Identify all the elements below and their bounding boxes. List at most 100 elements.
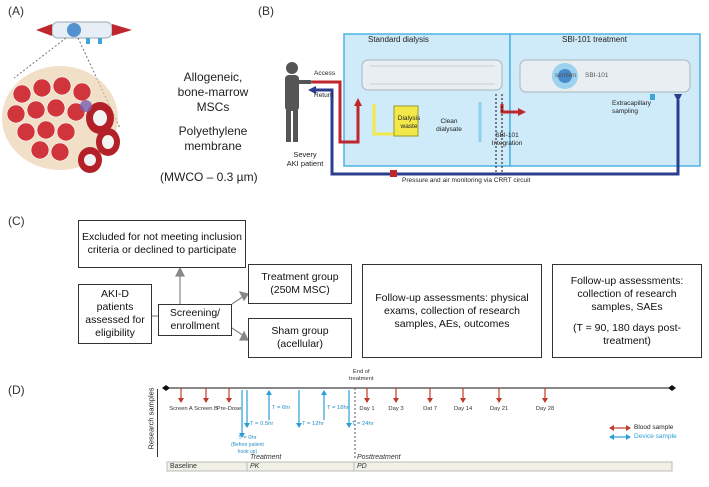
treatment-line1: Treatment group	[261, 271, 339, 283]
msc-device-illustration	[2, 21, 132, 173]
membrane-label-line1: Polyethylene	[178, 124, 248, 138]
integration-line1: SBI-101	[495, 132, 519, 139]
sbi-device-icon	[519, 59, 691, 93]
blood-sample-arrowhead	[178, 398, 184, 403]
device-timepoint-label: T = 0.5hr	[250, 421, 274, 427]
dialysis-waste-line1: Dialysis	[397, 115, 421, 122]
blood-timepoint-label: Screen A	[169, 406, 193, 412]
patient-label-line1: Severy	[293, 150, 317, 159]
t0-line3: hook up)	[237, 449, 258, 455]
blood-timepoint-label: Screen B	[194, 406, 218, 412]
device-sample-arrow-head	[296, 423, 302, 428]
posttreatment-bar	[353, 461, 673, 472]
sbi-treatment-panel	[509, 33, 701, 167]
extracapillary-line1: Extracapillary	[612, 100, 652, 107]
excluded-box: Excluded for not meeting inclusion crite…	[78, 220, 246, 268]
device-sample-arrow-head	[321, 390, 327, 395]
blood-sample-arrowhead	[393, 398, 399, 403]
return-label: Return	[314, 92, 334, 99]
patient-icon	[285, 62, 312, 142]
blood-timepoint-label: Day 1	[359, 406, 375, 412]
blood-timepoint-label: Day 3	[388, 406, 404, 412]
sbi-device-label: SBI-101	[585, 72, 609, 79]
followup2-line1: Follow-up assessments: collection of res…	[570, 274, 684, 313]
blood-sample-arrowhead	[203, 398, 209, 403]
legend-device-arrow	[609, 434, 631, 440]
panel-label-c: (C)	[8, 214, 25, 228]
integration-line2: Integration	[491, 140, 523, 147]
patient-label-line2: AKI patient	[286, 159, 324, 168]
msc-label-line3: MSCs	[196, 100, 230, 114]
blood-sample-arrowhead	[496, 398, 502, 403]
sham-line1: Sham group	[271, 325, 329, 337]
followup-box-2: Follow-up assessments: collection of res…	[552, 264, 702, 358]
treatment-bar	[246, 461, 355, 472]
pressure-note: Pressure and air monitoring via CRRT cir…	[402, 177, 531, 184]
fiber-bundle-icon	[2, 66, 120, 173]
blood-sample-arrowhead	[364, 398, 370, 403]
phase-treatment: Treatment	[250, 454, 282, 461]
clean-dialysate-line1: Clean	[440, 118, 458, 125]
device-timepoint-label: T = 24hr	[352, 421, 374, 427]
cartridge-icon	[36, 21, 132, 44]
dialyzer-icon	[361, 59, 503, 91]
panel-label-d: (D)	[8, 383, 25, 397]
clean-dialysate-line2: dialysate	[436, 126, 462, 133]
sentien-label: sentien	[555, 72, 576, 79]
blood-timepoint-label: Day 28	[535, 406, 555, 412]
end-of-treatment-line2: treatment	[349, 376, 374, 382]
t0-label: T = 0hr (Before patient hook up)	[231, 435, 264, 456]
dialysis-waste-line2: waste	[400, 123, 418, 130]
blood-sample-arrowhead	[460, 398, 466, 403]
sham-group-box: Sham group (acellular)	[248, 318, 352, 358]
extracapillary-line2: sampling	[612, 108, 639, 115]
legend-blood-arrow	[609, 425, 631, 431]
dialysis-circuit-diagram	[285, 33, 701, 177]
device-timepoint-label: T = 12hr	[302, 421, 324, 427]
mwco-label: (MWCO – 0.3 µm)	[160, 170, 258, 184]
return-line	[312, 88, 680, 176]
panel-label-a: (A)	[8, 4, 24, 18]
end-of-treatment-line1: End of	[352, 369, 370, 375]
device-timepoint-label: T = 6hr	[272, 405, 291, 411]
panel-label-b: (B)	[258, 4, 274, 18]
standard-dialysis-title: Standard dialysis	[368, 35, 429, 44]
blood-timepoint-label: Day 14	[453, 406, 473, 412]
sampling-port-icon	[650, 94, 655, 100]
blood-sample-arrowhead	[542, 398, 548, 403]
followup2-line2: (T = 90, 180 days post-treatment)	[572, 321, 682, 347]
blood-sample-arrowhead	[427, 398, 433, 403]
device-sample-arrow-head	[346, 423, 352, 428]
access-line	[312, 80, 360, 144]
dialysis-waste-container	[393, 105, 419, 137]
phase-pd: PD	[357, 463, 367, 470]
device-sample-arrow-head	[266, 390, 272, 395]
standard-dialysis-panel	[343, 33, 511, 167]
blood-timepoint-label: Day 21	[489, 406, 509, 412]
phase-baseline: Baseline	[170, 463, 197, 470]
treatment-line2: (250M MSC)	[270, 284, 330, 296]
device-timepoint-label: T = 18hr	[327, 405, 349, 411]
membrane-label-line2: membrane	[184, 139, 242, 153]
phase-pk: PK	[250, 463, 260, 470]
msc-label-line1: Allogeneic,	[183, 70, 243, 84]
device-sample-arrow-t0-head	[239, 433, 245, 438]
blood-timepoint-label: Dat 7	[423, 406, 437, 412]
legend-blood-label: Blood sample	[634, 424, 674, 431]
blood-sample-arrowhead	[226, 398, 232, 403]
msc-label-line2: bone-marrow	[177, 85, 249, 99]
blood-timepoint-label: Pre-Dose	[216, 406, 242, 412]
screening-box: Screening/ enrollment	[158, 304, 232, 336]
end-of-treatment-label: End of treatment	[349, 369, 374, 383]
legend-device-label: Device sample	[634, 433, 677, 440]
patients-box: AKI-D patients assessed for eligibility	[78, 284, 152, 344]
device-sample-arrow-head	[244, 423, 250, 428]
treatment-group-box: Treatment group (250M MSC)	[248, 264, 352, 304]
access-label: Access	[314, 70, 335, 77]
sham-line2: (acellular)	[276, 338, 324, 350]
t0-line1: T = 0hr	[238, 435, 257, 441]
pressure-monitor-icon	[390, 170, 397, 177]
t0-line2: (Before patient	[231, 442, 264, 448]
